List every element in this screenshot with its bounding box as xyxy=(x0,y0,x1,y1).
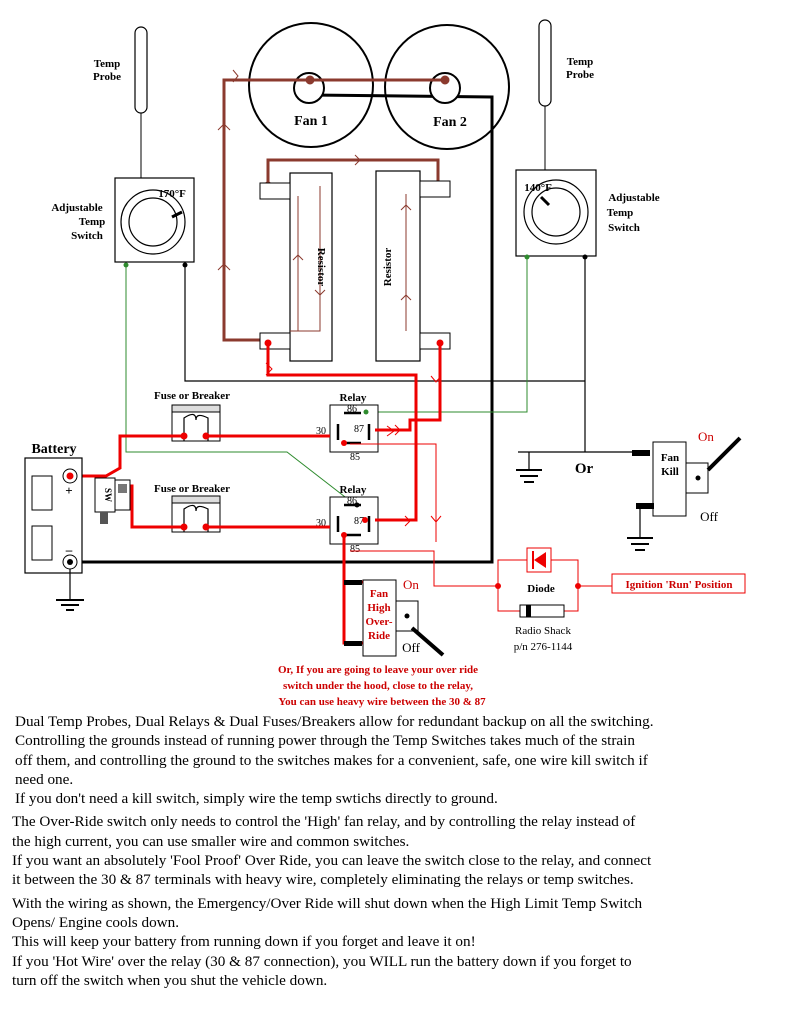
fuse-bottom: Fuse or Breaker xyxy=(154,483,230,533)
diode: Diode Radio Shack p/n 276-1144 xyxy=(514,547,573,653)
ignition-label: Ignition 'Run' Position xyxy=(611,573,746,594)
svg-text:85: 85 xyxy=(350,544,360,555)
svg-text:Off: Off xyxy=(402,640,420,655)
or-label: Or xyxy=(575,461,594,477)
fan-kill-switch: Fan Kill On Off xyxy=(627,429,742,551)
svg-text:Probe: Probe xyxy=(93,71,121,83)
svg-text:Adjustable: Adjustable xyxy=(51,202,102,214)
svg-text:86: 86 xyxy=(347,404,357,415)
fan-2-label: Fan 2 xyxy=(433,115,467,130)
fan-1-label: Fan 1 xyxy=(294,114,328,129)
svg-text:Temp: Temp xyxy=(567,56,594,68)
wiring-diagram: Fan 1 Fan 2 Temp Probe Temp Probe xyxy=(24,19,746,708)
svg-text:Off: Off xyxy=(700,509,718,524)
svg-text:Relay: Relay xyxy=(340,392,367,404)
red-note: Or, If you are going to leave your over … xyxy=(278,664,486,708)
svg-text:On: On xyxy=(403,577,419,592)
svg-text:Fuse or Breaker: Fuse or Breaker xyxy=(154,483,230,495)
main-switch: SW xyxy=(94,477,131,524)
svg-text:85: 85 xyxy=(350,452,360,463)
svg-text:Relay: Relay xyxy=(340,484,367,496)
fuse-top: Fuse or Breaker xyxy=(154,390,230,442)
green-wires xyxy=(125,257,528,508)
fan-1: Fan 1 xyxy=(248,22,374,148)
svg-text:87: 87 xyxy=(354,516,364,527)
svg-text:Adjustable: Adjustable xyxy=(608,192,659,204)
svg-text:You can use heavy wire between: You can use heavy wire between the 30 & … xyxy=(278,696,486,708)
svg-text:Fan: Fan xyxy=(661,452,679,464)
svg-text:On: On xyxy=(698,429,714,444)
resistor-left: Resistor xyxy=(259,172,333,362)
relay-bottom: Relay 86 30 87 85 xyxy=(316,484,379,555)
battery: Battery + – xyxy=(24,442,84,611)
svg-text:Temp: Temp xyxy=(94,58,121,70)
explanation-notes: Dual Temp Probes, Dual Relays & Dual Fus… xyxy=(0,712,806,990)
svg-text:30: 30 xyxy=(316,426,326,437)
svg-text:Ride: Ride xyxy=(368,630,390,642)
svg-text:Switch: Switch xyxy=(71,230,103,242)
notes-block-1: Dual Temp Probes, Dual Relays & Dual Fus… xyxy=(15,713,654,808)
fan-2: Fan 2 xyxy=(384,24,510,150)
temp-switch-right: 140°F Adjustable Temp Switch xyxy=(515,169,660,260)
svg-text:switch under the hood, close t: switch under the hood, close to the rela… xyxy=(283,680,473,692)
svg-text:Radio Shack: Radio Shack xyxy=(515,625,571,637)
notes-block-3: With the wiring as shown, the Emergency/… xyxy=(12,894,643,989)
svg-text:Ignition 'Run' Position: Ignition 'Run' Position xyxy=(626,579,733,591)
relay-top: Relay 86 30 87 85 xyxy=(316,392,379,463)
svg-text:p/n 276-1144: p/n 276-1144 xyxy=(514,641,573,653)
svg-text:+: + xyxy=(65,483,72,498)
svg-text:170°F: 170°F xyxy=(158,188,186,200)
temp-probe-right: Temp Probe xyxy=(538,19,594,170)
resistor-right: Resistor xyxy=(375,170,451,362)
svg-text:30: 30 xyxy=(316,518,326,529)
ground-mid xyxy=(516,469,542,483)
svg-text:High: High xyxy=(367,602,390,614)
svg-text:Fan: Fan xyxy=(370,588,388,600)
svg-text:Resistor: Resistor xyxy=(315,248,327,287)
svg-text:87: 87 xyxy=(354,424,364,435)
svg-text:Resistor: Resistor xyxy=(382,248,394,287)
notes-block-2: The Over-Ride switch only needs to contr… xyxy=(12,813,652,889)
svg-text:Temp: Temp xyxy=(79,216,106,228)
svg-text:–: – xyxy=(65,542,73,557)
svg-text:Battery: Battery xyxy=(31,442,76,457)
svg-text:Switch: Switch xyxy=(608,222,640,234)
temp-switch-left: 170°F Adjustable Temp Switch xyxy=(51,177,195,268)
svg-text:Temp: Temp xyxy=(607,207,634,219)
svg-text:SW: SW xyxy=(103,488,113,502)
svg-text:Over-: Over- xyxy=(365,616,392,628)
svg-text:Fuse or Breaker: Fuse or Breaker xyxy=(154,390,230,402)
svg-text:Probe: Probe xyxy=(566,69,594,81)
svg-text:140°F: 140°F xyxy=(524,182,552,194)
svg-text:Diode: Diode xyxy=(527,583,555,595)
svg-text:86: 86 xyxy=(347,496,357,507)
svg-text:Kill: Kill xyxy=(661,466,679,478)
override-switch: Fan High Over- Ride On Off xyxy=(344,577,445,657)
svg-text:Or, If you are going to leave: Or, If you are going to leave your over … xyxy=(278,664,478,676)
temp-probe-left: Temp Probe xyxy=(93,26,148,178)
black-wires xyxy=(72,93,494,564)
